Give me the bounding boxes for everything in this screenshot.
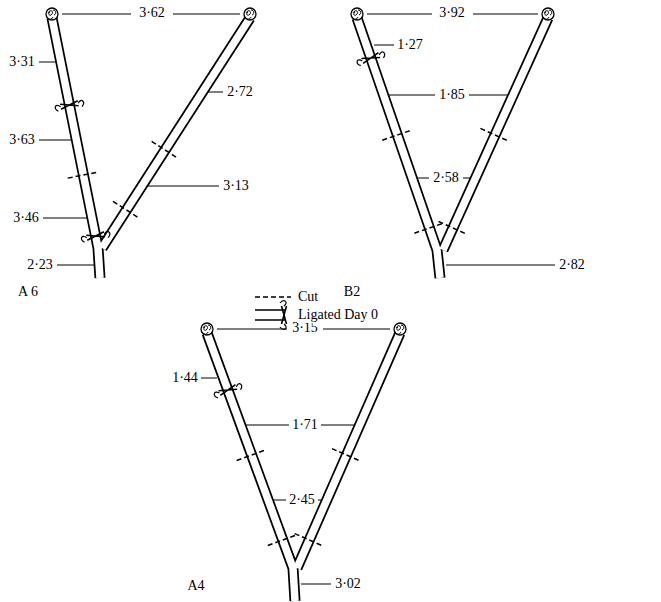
segment-measurement: 2·23 [26, 257, 54, 273]
segment-measurement: 3·13 [222, 178, 250, 194]
segment-measurement: 2·45 [288, 492, 316, 508]
horn-b2 [351, 8, 555, 278]
horn-a6 [39, 8, 256, 278]
specimen-id: B2 [343, 284, 361, 300]
legend-text: Cut [297, 289, 319, 305]
segment-measurement: 3·02 [334, 576, 362, 592]
legend-text: Ligated Day 0 [297, 307, 379, 323]
segment-measurement: 2·58 [432, 170, 460, 186]
segment-measurement: 1·85 [438, 87, 466, 103]
segment-measurement: 3·63 [8, 132, 36, 148]
segment-measurement: 3·62 [138, 5, 166, 21]
legend-samples [255, 297, 291, 329]
segment-measurement: 1·71 [291, 417, 319, 433]
segment-measurement: 3·46 [12, 210, 40, 226]
segment-measurement: 2·72 [226, 84, 254, 100]
segment-measurement: 2·82 [558, 257, 586, 273]
segment-measurement: 3·31 [8, 54, 36, 70]
horn-a4 [201, 323, 406, 601]
specimen-id: A 6 [17, 284, 39, 300]
segment-measurement: 1·44 [171, 370, 199, 386]
specimen-id: A4 [186, 578, 205, 594]
segment-measurement: 1·27 [396, 37, 424, 53]
segment-measurement: 3·92 [438, 5, 466, 21]
